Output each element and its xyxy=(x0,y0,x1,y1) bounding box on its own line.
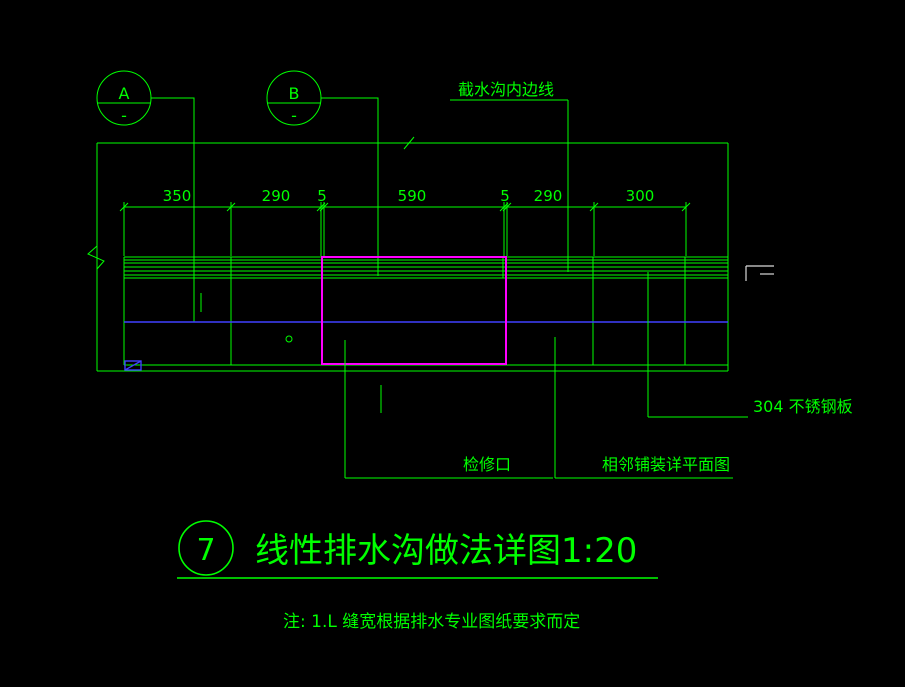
adjacent-paving-leader xyxy=(554,337,733,479)
dim-value: 290 xyxy=(262,187,291,205)
break-symbol xyxy=(87,245,105,270)
dimension-line xyxy=(119,202,691,256)
dim-value: 290 xyxy=(534,187,563,205)
channel-body xyxy=(97,257,729,372)
boundary-lines xyxy=(96,136,729,371)
bubble-b-letter: B xyxy=(289,84,300,103)
corner-hatch xyxy=(124,360,142,371)
bubble-b-number: - xyxy=(291,106,297,125)
dim-value: 5 xyxy=(500,187,510,205)
bubble-a-number: - xyxy=(121,106,127,125)
plate-end-symbol xyxy=(745,265,774,281)
detail-title-name: 线性排水沟做法详图 xyxy=(255,531,561,571)
inspection-opening-box xyxy=(321,256,507,365)
gutter-inner-edge-label: 截水沟内边线 xyxy=(458,80,554,99)
dim-value: 5 xyxy=(317,187,327,205)
channel-grate xyxy=(124,256,728,279)
detail-title: 线性排水沟做法详图1:20 xyxy=(255,531,637,571)
gutter-inner-edge-leader xyxy=(450,99,569,272)
adjacent-paving-label: 相邻铺装详平面图 xyxy=(602,455,730,474)
dim-value: 350 xyxy=(163,187,192,205)
bubble-a-letter: A xyxy=(119,84,130,103)
detail-title-scale: 1:20 xyxy=(561,531,637,571)
steel-plate-leader xyxy=(647,272,748,418)
section-leader-lines xyxy=(151,97,382,413)
detail-number: 7 xyxy=(196,533,215,568)
inspection-port-leader xyxy=(344,340,553,479)
dimension-values: 350 290 5 590 5 290 300 xyxy=(163,187,655,205)
inspection-port-label: 检修口 xyxy=(463,455,511,474)
note-text: 注: 1.L 缝宽根据排水专业图纸要求而定 xyxy=(283,612,580,632)
steel-plate-label: 304 不锈钢板 xyxy=(753,397,853,416)
detail-number-bubble xyxy=(178,520,234,576)
dim-value: 590 xyxy=(398,187,427,205)
dim-value: 300 xyxy=(626,187,655,205)
